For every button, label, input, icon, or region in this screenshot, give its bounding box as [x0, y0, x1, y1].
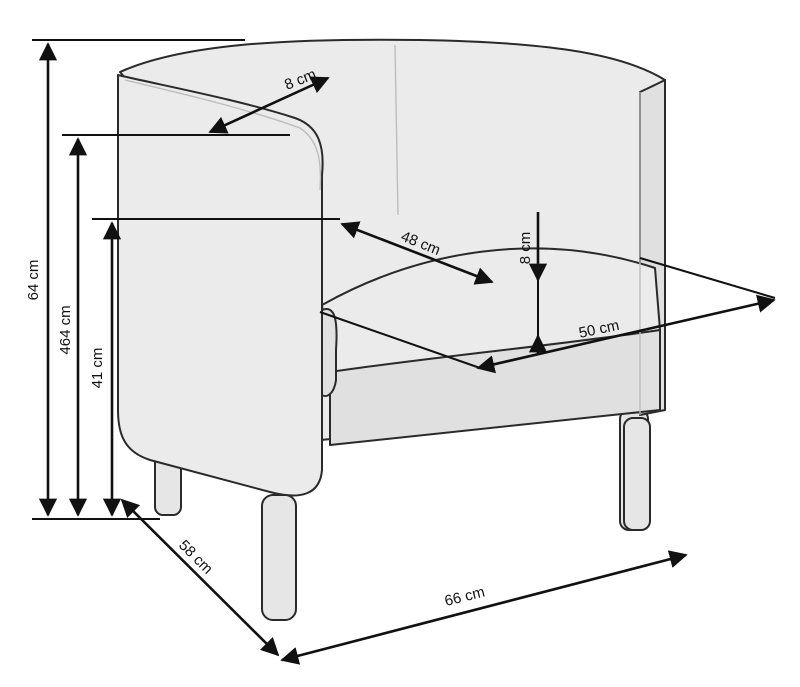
- label-armrest-height: 464 cm: [57, 305, 74, 354]
- leg-front-right: [623, 417, 651, 531]
- left-armrest: [117, 74, 324, 497]
- label-overall-width: 66 cm: [443, 584, 487, 610]
- backrest-seam: [394, 44, 399, 216]
- dimension-seat-width: 50 cm: [319, 257, 776, 374]
- dimension-seat-height: 41 cm: [89, 218, 340, 517]
- dimension-armrest-height: 464 cm: [57, 134, 290, 517]
- dimension-total-height: 64 cm: [25, 39, 245, 520]
- leg-front-left: [261, 494, 297, 621]
- dimension-overall-depth: 58 cm: [120, 498, 280, 657]
- dimension-overall-width: 66 cm: [280, 550, 688, 665]
- armrest-inner-edge: [321, 308, 338, 398]
- label-cushion-thickness: 8 cm: [517, 232, 534, 265]
- label-seat-height: 41 cm: [89, 348, 106, 389]
- label-total-height: 64 cm: [25, 260, 42, 301]
